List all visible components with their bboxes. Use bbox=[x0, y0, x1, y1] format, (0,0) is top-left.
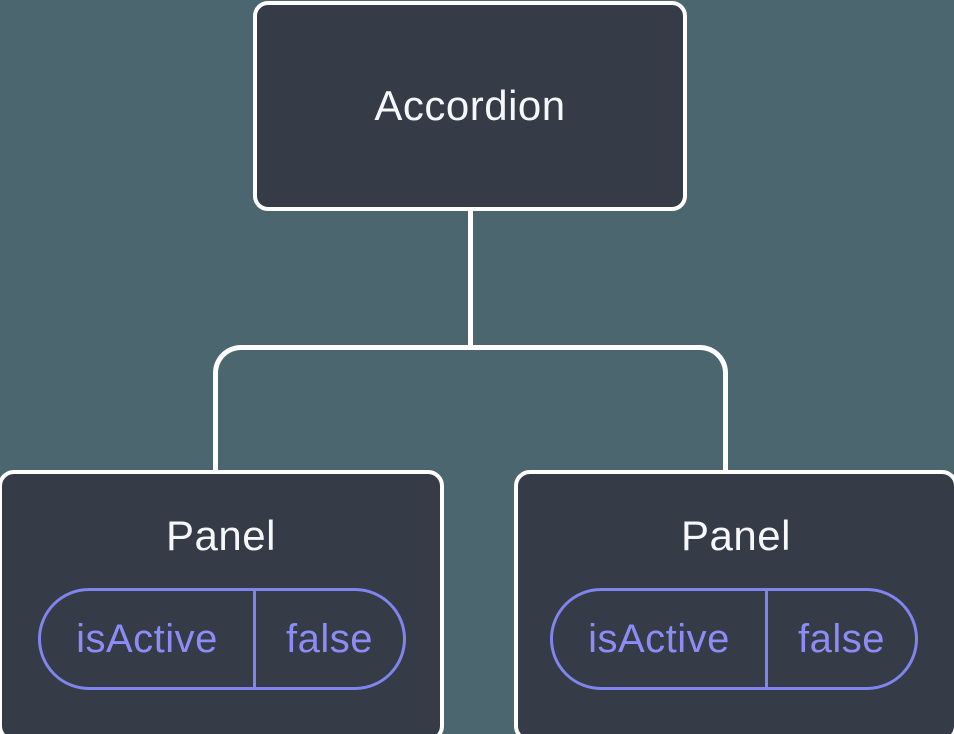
panel-right-label: Panel bbox=[681, 512, 791, 559]
panel-right-state-key: isActive bbox=[588, 616, 730, 661]
panel-node-left: Panel isActive false bbox=[0, 470, 444, 734]
panel-left-label: Panel bbox=[166, 512, 276, 559]
connector-bracket-line bbox=[213, 345, 728, 470]
panel-left-state-value: false bbox=[286, 616, 373, 661]
connector-stem-line bbox=[468, 211, 473, 347]
pill-divider bbox=[765, 591, 768, 687]
panel-right-state-value: false bbox=[798, 616, 885, 661]
panel-right-state-pill: isActive false bbox=[550, 588, 918, 690]
pill-divider bbox=[253, 591, 256, 687]
accordion-node: Accordion bbox=[253, 1, 687, 211]
panel-left-state-pill: isActive false bbox=[38, 588, 406, 690]
panel-node-right: Panel isActive false bbox=[514, 470, 954, 734]
accordion-node-label: Accordion bbox=[374, 82, 566, 129]
panel-left-state-key: isActive bbox=[76, 616, 218, 661]
